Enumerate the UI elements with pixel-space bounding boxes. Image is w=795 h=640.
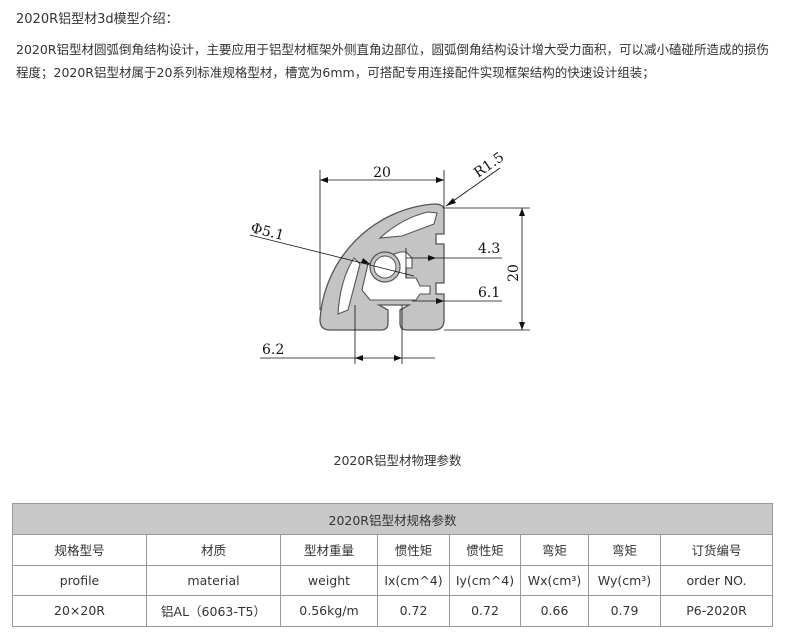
- table-subheader-cell: Ix(cm^4): [377, 564, 450, 596]
- table-cell: P6-2020R: [660, 595, 773, 627]
- table-header-cell: 材质: [146, 534, 281, 566]
- table-cell: 铝AL（6063-T5）: [146, 595, 281, 627]
- spec-table: 2020R铝型材规格参数 规格型号 材质 型材重量 惯性矩 惯性矩 弯矩 弯矩 …: [12, 503, 773, 627]
- dim-slot-width-label: 6.2: [262, 342, 284, 358]
- table-header-row: 规格型号 材质 型材重量 惯性矩 惯性矩 弯矩 弯矩 订货编号: [12, 534, 773, 566]
- table-subheader-cell: profile: [12, 564, 147, 596]
- table-subheader-cell: weight: [280, 564, 378, 596]
- figure-caption: 2020R铝型材物理参数: [333, 453, 462, 468]
- intro-paragraph: 2020R铝型材圆弧倒角结构设计，主要应用于铝型材框架外侧直角边部位，圆弧倒角结…: [16, 42, 769, 80]
- dim-radius-label: R1.5: [471, 149, 507, 181]
- table-row: 20×20R 铝AL（6063-T5） 0.56kg/m 0.72 0.72 0…: [12, 595, 773, 627]
- table-header-cell: 型材重量: [280, 534, 378, 566]
- table-cell: 0.66: [520, 595, 589, 627]
- table-cell: 0.79: [588, 595, 661, 627]
- table-cell: 20×20R: [12, 595, 147, 627]
- table-subheader-cell: Iy(cm^4): [449, 564, 521, 596]
- table-header-cell: 规格型号: [12, 534, 147, 566]
- profile-technical-drawing: 20 R1.5 Φ5.1 20 4.3 6.1 6.2: [230, 140, 550, 380]
- table-subheader-cell: Wx(cm³): [520, 564, 589, 596]
- table-header-cell: 弯矩: [520, 534, 589, 566]
- table-subheader-cell: material: [146, 564, 281, 596]
- table-subheader-cell: order NO.: [660, 564, 773, 596]
- dim-width-label: 20: [373, 165, 391, 181]
- profile-center-hole-inner: [373, 255, 397, 279]
- table-cell: 0.56kg/m: [280, 595, 378, 627]
- table-cell: 0.72: [377, 595, 450, 627]
- table-header-cell: 订货编号: [660, 534, 773, 566]
- table-title-row: 2020R铝型材规格参数: [12, 503, 773, 535]
- table-header-cell: 惯性矩: [449, 534, 521, 566]
- profile-drawing-svg: 20 R1.5 Φ5.1 20 4.3 6.1 6.2: [249, 149, 530, 364]
- dim-slot-depth-label: 6.1: [478, 285, 500, 301]
- table-cell: 0.72: [449, 595, 521, 627]
- table-subheader-cell: Wy(cm³): [588, 564, 661, 596]
- table-header-cell: 弯矩: [588, 534, 661, 566]
- table-title: 2020R铝型材规格参数: [12, 503, 773, 535]
- dim-hole-label: Φ5.1: [249, 220, 286, 244]
- dim-inner-label: 4.3: [478, 241, 500, 257]
- profile-cavity-top: [378, 211, 438, 239]
- section-heading: 2020R铝型材3d模型介绍：: [16, 12, 179, 27]
- table-header-cell: 惯性矩: [377, 534, 450, 566]
- profile-cavity-left: [337, 257, 361, 315]
- table-subheader-row: profile material weight Ix(cm^4) Iy(cm^4…: [12, 564, 773, 596]
- dim-height-label: 20: [506, 264, 522, 282]
